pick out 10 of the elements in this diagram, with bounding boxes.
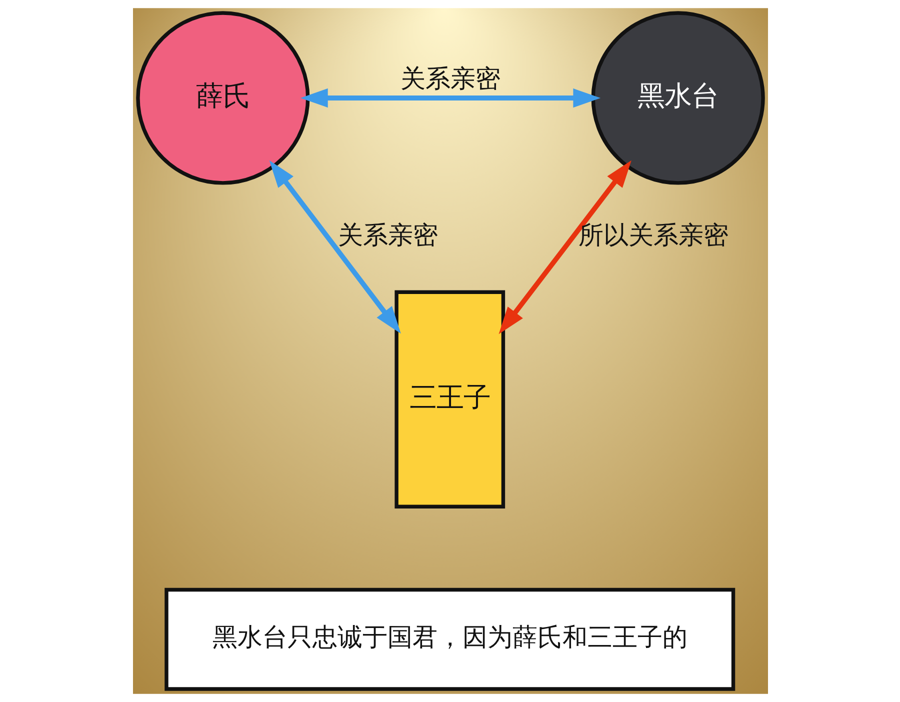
arrow: [498, 160, 631, 334]
node-box: 黑水台只忠诚于国君，因为薛氏和三王子的: [164, 588, 735, 691]
arrow: [300, 88, 600, 108]
edge-label: 关系亲密: [337, 220, 438, 250]
edge-label: 所以关系亲密: [578, 220, 728, 250]
node-circle: 薛氏: [136, 11, 310, 185]
node-circle: 黑水台: [590, 11, 764, 185]
edge-label: 关系亲密: [400, 64, 500, 93]
node-box: 三王子: [394, 290, 505, 508]
arrow: [268, 160, 400, 334]
